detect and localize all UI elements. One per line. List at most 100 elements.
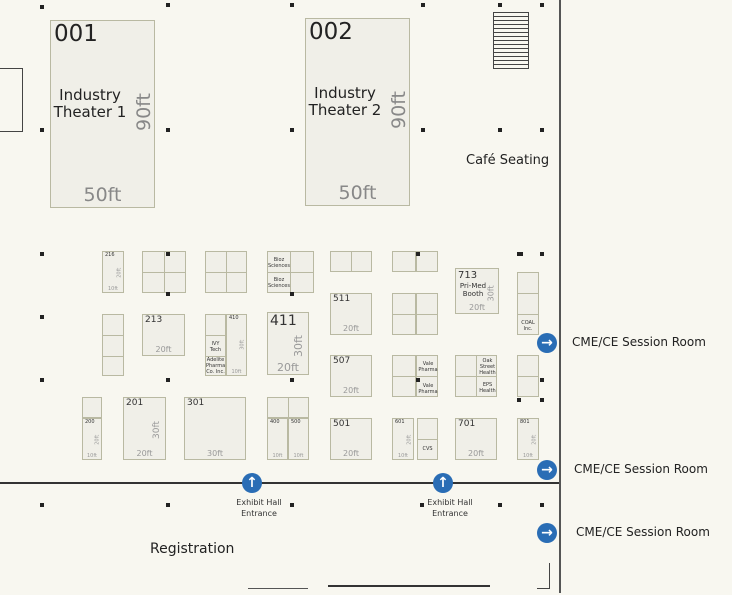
column-marker (421, 3, 425, 7)
booth-number: 411 (270, 313, 297, 329)
column-marker (166, 252, 170, 256)
exhibitor-name: COAL Inc. (521, 320, 535, 332)
booth-pair-6xx-top[interactable] (392, 251, 438, 272)
booth-number: 601 (395, 419, 405, 425)
booth-width: 20ft (343, 386, 359, 396)
arrow-circle-icon[interactable]: → (537, 523, 557, 543)
booth-cluster-6xx-mid[interactable] (392, 293, 438, 335)
theater-name: Industry Theater 1 (53, 86, 127, 121)
booth-number: 701 (458, 419, 476, 429)
booth-216[interactable]: 216 10ft 20ft (102, 251, 124, 293)
booth-number: 301 (187, 398, 205, 408)
arrow-circle-icon[interactable]: → (537, 333, 557, 353)
booth-width: 50ft (338, 182, 377, 204)
booth-column-807[interactable]: COAL Inc. (517, 272, 539, 335)
booth-number: 511 (333, 294, 351, 304)
booth-204[interactable] (82, 397, 102, 418)
column-marker (166, 3, 170, 7)
wall-vertical (559, 0, 561, 593)
session-room-link[interactable]: CME/CE Session Room (574, 462, 708, 476)
exhibitor-name: Oak Street Health (479, 358, 496, 376)
booth-number: 002 (309, 19, 353, 45)
booth-depth: 30ft (152, 421, 163, 440)
industry-theater-1[interactable]: 001 Industry Theater 1 90ft 50ft (50, 20, 155, 208)
exhibitor-name: Bioz Sciences (268, 257, 290, 269)
column-marker (290, 3, 294, 7)
booth-number: 410 (229, 315, 239, 321)
column-marker (40, 378, 44, 382)
exhibitor-name: EPS Health (479, 382, 496, 394)
booth-width: 20ft (468, 449, 484, 459)
booth-number: 801 (520, 419, 530, 425)
arrow-circle-icon[interactable]: → (537, 460, 557, 480)
column-marker (540, 378, 544, 382)
booth-column-7xx[interactable]: CVS (417, 418, 438, 460)
booth-number: 500 (291, 419, 301, 425)
booth-cluster-oak[interactable]: Oak Street Health EPS Health (455, 355, 497, 397)
column-marker (519, 252, 523, 256)
column-marker (40, 128, 44, 132)
booth-701[interactable]: 701 20ft (455, 418, 497, 460)
booth-width: 20ft (136, 449, 153, 459)
booth-cluster-218[interactable] (205, 251, 247, 293)
booth-depth: 30ft (291, 335, 305, 358)
wall-stub (0, 68, 23, 132)
booth-width: 10ft (108, 285, 118, 292)
exhibitor-name: IVY Tech (209, 341, 222, 353)
booth-number: 501 (333, 419, 351, 429)
booth-column-8xx[interactable] (517, 355, 539, 397)
exhibitor-name: Bioz Sciences (268, 277, 290, 289)
booth-depth: 20ft (94, 434, 101, 445)
booth-cluster-410-left[interactable]: IVY Tech Adelite Pharma Co. Inc. (205, 314, 226, 376)
industry-theater-2[interactable]: 002 Industry Theater 2 90ft 50ft (305, 18, 410, 206)
booth-depth: 90ft (388, 91, 411, 129)
booth-pair-219[interactable] (330, 251, 372, 272)
booth-depth: 20ft (406, 434, 413, 445)
exhibitor-name: Pri-Med Booth (459, 282, 487, 298)
booth-number: 001 (54, 21, 98, 47)
column-marker (40, 5, 44, 9)
column-marker (290, 503, 294, 507)
column-marker (290, 292, 294, 296)
session-room-link[interactable]: CME/CE Session Room (576, 525, 710, 539)
column-marker (166, 292, 170, 296)
column-marker (498, 503, 502, 507)
cafe-seating-label: Café Seating (466, 153, 550, 168)
booth-cluster-vale[interactable]: Vale Pharma Vale Pharma (392, 355, 438, 397)
booth-depth: 90ft (133, 93, 156, 131)
wall-right-bottom (537, 563, 550, 589)
arrow-circle-icon[interactable]: ↑ (433, 473, 453, 493)
booth-cluster-bioz[interactable]: Bioz Sciences Bioz Sciences (267, 251, 314, 293)
column-marker (166, 128, 170, 132)
booth-number: 216 (105, 252, 115, 258)
booth-column-212[interactable] (102, 314, 124, 376)
arrow-circle-icon[interactable]: ↑ (242, 473, 262, 493)
exhibit-hall-entrance-label: Exhibit Hall Entrance (236, 498, 282, 518)
column-marker (166, 503, 170, 507)
column-marker (166, 378, 170, 382)
exhibitor-name: Vale Pharma (418, 361, 438, 373)
booth-depth: 20ft (116, 267, 123, 278)
column-marker (498, 128, 502, 132)
column-marker (416, 378, 420, 382)
booth-cluster-2xx[interactable] (142, 251, 186, 293)
theater-name: Industry Theater 2 (308, 84, 382, 119)
booth-pair-4xx-top[interactable] (267, 397, 309, 418)
session-room-link[interactable]: CME/CE Session Room (572, 335, 706, 349)
column-marker (290, 128, 294, 132)
booth-number: 713 (458, 270, 478, 281)
